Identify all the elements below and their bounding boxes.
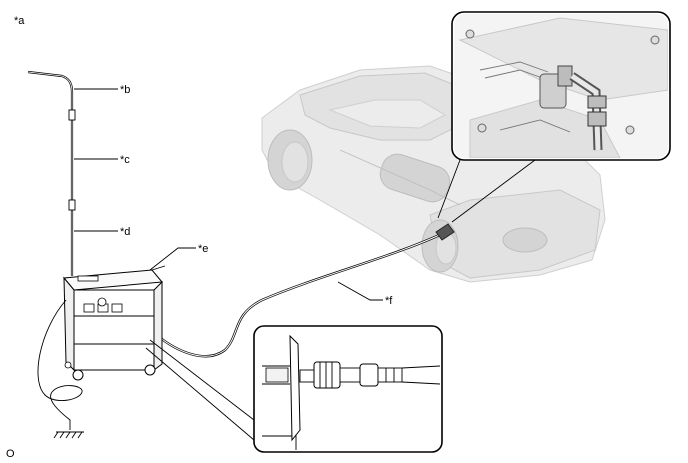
fuel-hose xyxy=(157,223,455,358)
label-f: *f xyxy=(385,295,393,307)
label-c: *c xyxy=(120,154,130,166)
exhaust-cart xyxy=(63,265,166,381)
fuel-connection-detail-inset xyxy=(437,11,671,223)
label-b: *b xyxy=(120,84,130,96)
callout-leaders xyxy=(74,88,383,301)
label-d: *d xyxy=(120,226,130,238)
ground-cable xyxy=(37,299,84,439)
label-a: *a xyxy=(14,15,25,27)
exhaust-stand-tool xyxy=(27,70,76,276)
diagram-code: O xyxy=(6,448,15,460)
hose-connector-detail-inset xyxy=(145,325,443,453)
label-e: *e xyxy=(198,243,208,255)
